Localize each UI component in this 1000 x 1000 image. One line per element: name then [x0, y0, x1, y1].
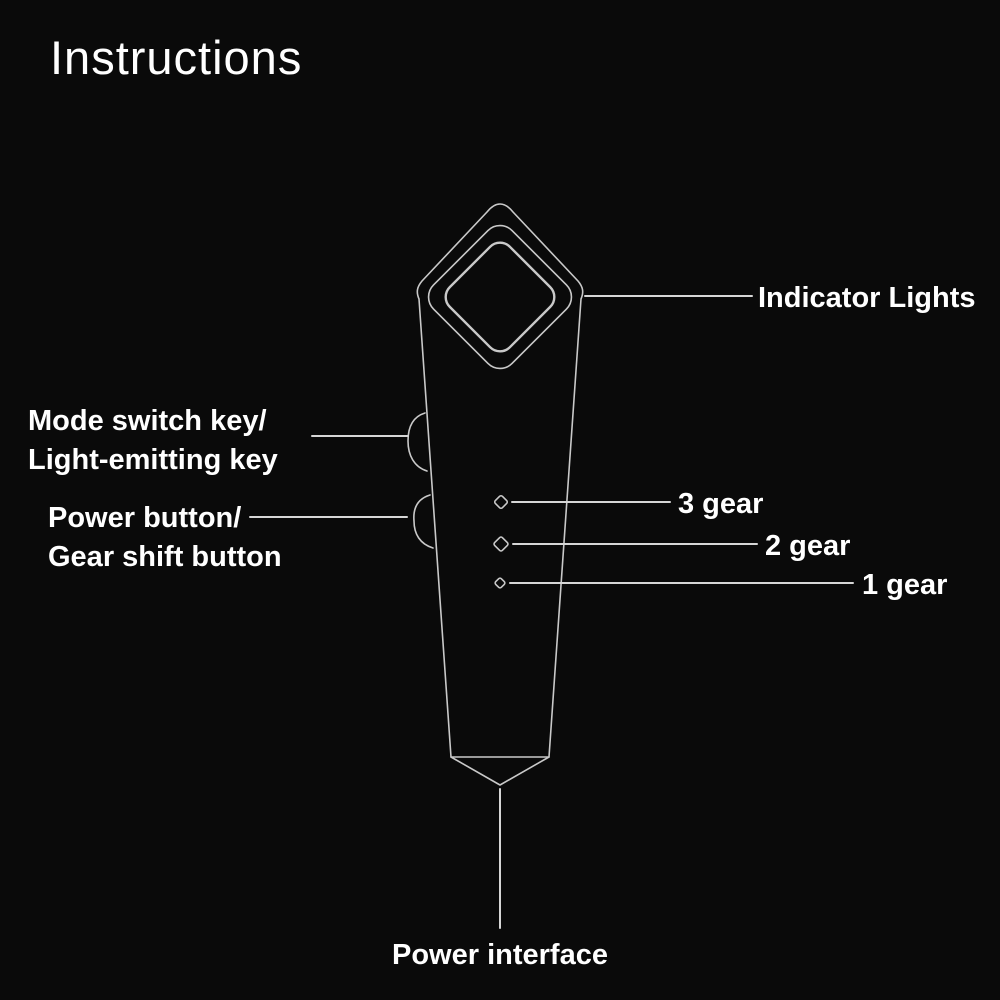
- power-button: [413, 494, 434, 549]
- label-gear-3: 3 gear: [678, 485, 763, 524]
- label-gear-1: 1 gear: [862, 566, 947, 605]
- label-power-button: Power button/ Gear shift button: [48, 499, 282, 577]
- power-button-line1: Power button/: [48, 502, 242, 534]
- power-button-line2: Gear shift button: [48, 541, 282, 573]
- gear-3-text: 3 gear: [678, 488, 764, 520]
- label-mode-switch: Mode switch key/ Light-emitting key: [28, 402, 278, 480]
- label-indicator-lights: Indicator Lights: [758, 279, 976, 318]
- label-gear-2: 2 gear: [765, 527, 850, 566]
- mode-switch-line2: Light-emitting key: [28, 444, 278, 476]
- label-power-interface: Power interface: [0, 936, 1000, 975]
- gear-1-text: 1 gear: [862, 569, 948, 601]
- mode-switch-line1: Mode switch key/: [28, 405, 267, 437]
- page-title: Instructions: [50, 31, 303, 84]
- device-outline: [416, 203, 584, 786]
- mode-switch-button: [407, 412, 428, 472]
- gear-1-diamond: [494, 577, 506, 589]
- gear-3-diamond: [493, 494, 509, 510]
- gear-2-diamond: [493, 536, 509, 552]
- indicator-window: [444, 241, 556, 353]
- indicator-rim: [427, 224, 573, 370]
- indicator-lights-text: Indicator Lights: [758, 282, 976, 314]
- power-interface-text: Power interface: [392, 939, 608, 971]
- gear-2-text: 2 gear: [765, 530, 851, 562]
